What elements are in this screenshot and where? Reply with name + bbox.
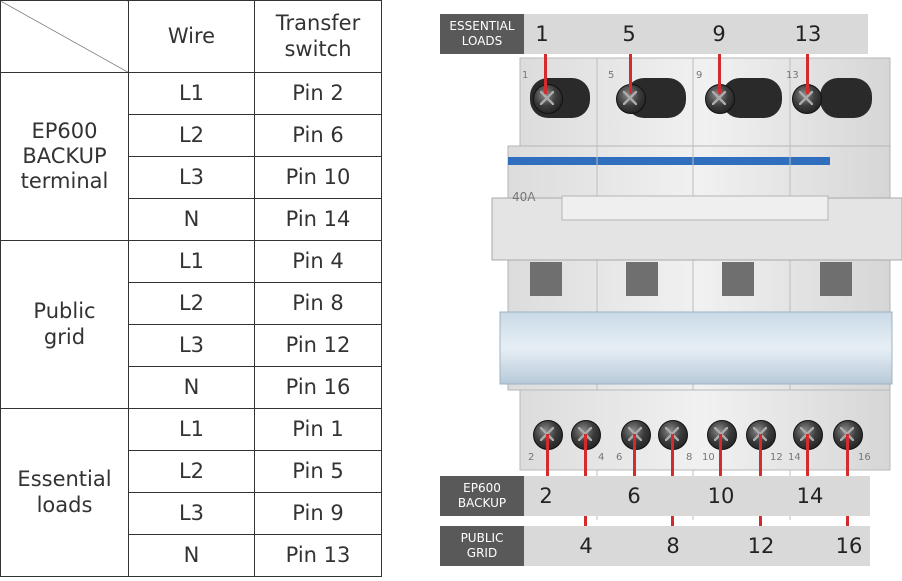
bottom-mark: 2: [528, 452, 535, 463]
pin-cell: Pin 2: [254, 72, 382, 115]
pin-cell: Pin 4: [254, 240, 382, 283]
table-row: L3 Pin 12: [1, 324, 382, 367]
top-mark: 13: [786, 70, 799, 81]
bottom-mark: 12: [770, 452, 783, 463]
terminal-screw-9: [705, 84, 735, 114]
wire-pin-9: [718, 52, 721, 94]
bottom-mark: 16: [858, 452, 871, 463]
terminal-screw-10: [707, 420, 737, 450]
wire-cell: L2: [128, 450, 255, 493]
bottom-mark: 10: [702, 452, 715, 463]
table-row: Essential loads L1 Pin 1: [0, 408, 382, 577]
pin-cell: Pin 1: [254, 408, 382, 451]
pin-label: 10: [707, 484, 735, 508]
table-row: L2 Pin 8: [1, 282, 382, 325]
wire-cell: L1: [128, 240, 255, 283]
table-row: L2 Pin 6: [1, 114, 382, 157]
pin-label: 5: [622, 22, 636, 46]
table-row: L2 Pin 5: [1, 450, 382, 493]
pin-label: 14: [796, 484, 824, 508]
pin-label: 13: [794, 22, 822, 46]
wire-cell: L2: [128, 114, 255, 157]
wire-cell: L3: [128, 324, 255, 367]
group-label-essential: Essential loads: [0, 408, 129, 577]
pin-cell: Pin 10: [254, 156, 382, 199]
essential-loads-tag: ESSENTIAL LOADS: [440, 14, 524, 54]
public-grid-tag: PUBLIC GRID: [440, 526, 524, 566]
bottom-mark: 4: [598, 452, 605, 463]
pin-label: 2: [539, 484, 553, 508]
bottom-mark: 8: [686, 452, 693, 463]
corner-cell: [0, 0, 129, 73]
wire-pin-10: [719, 434, 722, 476]
wire-cell: L3: [128, 492, 255, 535]
table-row: L3 Pin 9: [1, 492, 382, 535]
bottom-mark: 14: [788, 452, 801, 463]
table-row: EP600 BACKUP terminal L1 Pin 2: [0, 72, 382, 241]
wire-pin-1: [544, 52, 547, 94]
wire-cell: L1: [128, 408, 255, 451]
pin-label: 1: [535, 22, 549, 46]
group-label-grid: Public grid: [0, 240, 129, 409]
pin-cell: Pin 9: [254, 492, 382, 535]
pin-cell: Pin 13: [254, 534, 382, 577]
wire-pin-14: [806, 434, 809, 476]
top-mark: 1: [522, 70, 529, 81]
wire-cell: N: [128, 198, 255, 241]
header-wire: Wire: [128, 0, 255, 73]
table-row: Public grid L1 Pin 4: [0, 240, 382, 409]
pin-cell: Pin 6: [254, 114, 382, 157]
wire-cell: L2: [128, 282, 255, 325]
table-header-row: Wire Transfer switch: [0, 0, 382, 73]
pin-label: 9: [712, 22, 726, 46]
pin-cell: Pin 16: [254, 366, 382, 409]
pin-label: 4: [579, 534, 593, 558]
pin-cell: Pin 12: [254, 324, 382, 367]
pin-label: 6: [627, 484, 641, 508]
wire-pin-6: [633, 434, 636, 476]
pin-label: 12: [747, 534, 775, 558]
pin-cell: Pin 8: [254, 282, 382, 325]
wire-pin-2: [546, 434, 549, 476]
wire-cell: N: [128, 534, 255, 577]
header-transfer-switch: Transfer switch: [254, 0, 382, 73]
pin-label: 8: [666, 534, 680, 558]
pin-cell: Pin 14: [254, 198, 382, 241]
terminal-screw-6: [621, 420, 651, 450]
rating-mark: 40A: [512, 190, 536, 204]
public-grid-bar: PUBLIC GRID 4 8 12 16: [440, 526, 870, 566]
wire-cell: N: [128, 366, 255, 409]
essential-loads-bar: ESSENTIAL LOADS 1 5 9 13: [440, 14, 868, 54]
group-label-backup: EP600 BACKUP terminal: [0, 72, 129, 241]
bottom-mark: 6: [616, 452, 623, 463]
wire-cell: L1: [128, 72, 255, 115]
pin-cell: Pin 5: [254, 450, 382, 493]
table-row: N Pin 13: [1, 534, 382, 577]
terminal-screw-5: [616, 84, 646, 114]
wiring-table: Wire Transfer switch EP600 BACKUP termin…: [0, 0, 382, 577]
pin-label: 16: [835, 534, 863, 558]
ep600-backup-bar: EP600 BACKUP 2 6 10 14: [440, 476, 870, 516]
top-mark: 9: [696, 70, 703, 81]
transfer-switch-photo: 40A 1 5 9 13 2 4 6 8 10 12 14 16 ESSENTI…: [440, 0, 902, 581]
ep600-backup-tag: EP600 BACKUP: [440, 476, 524, 516]
wire-cell: L3: [128, 156, 255, 199]
terminal-screw-1: [533, 84, 563, 114]
table-row: N Pin 16: [1, 366, 382, 409]
wire-pin-5: [629, 52, 632, 94]
wire-pin-13: [806, 52, 809, 94]
top-mark: 5: [608, 70, 615, 81]
